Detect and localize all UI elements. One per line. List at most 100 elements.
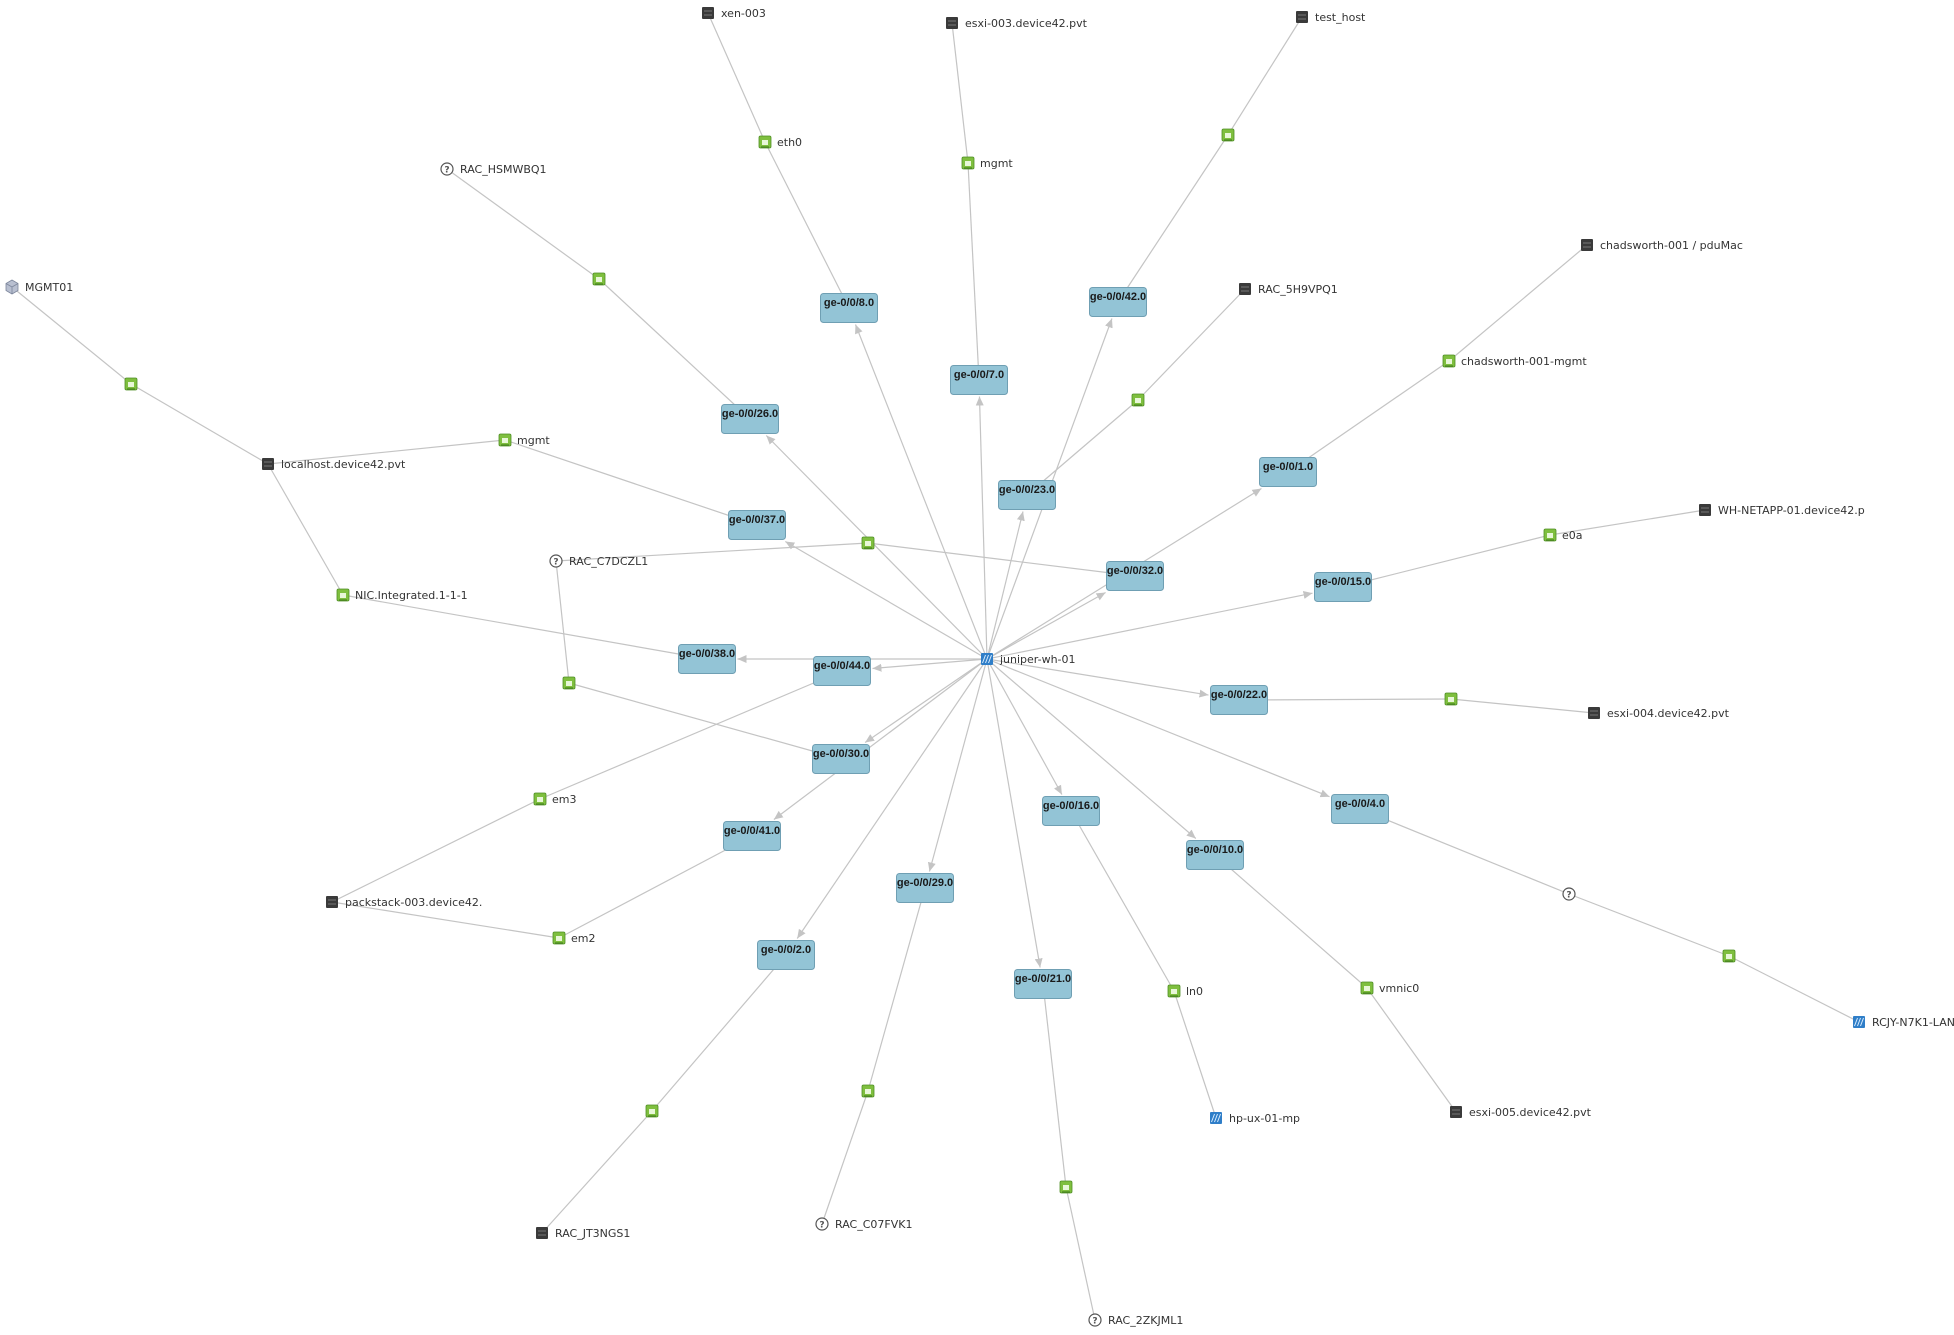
port-box — [1106, 561, 1164, 591]
nic-node-n_c07[interactable] — [861, 1084, 875, 1098]
device-node-d_local[interactable]: localhost.device42.pvt — [262, 458, 406, 471]
nic-node-n_vm0[interactable]: vmnic0 — [1360, 981, 1419, 995]
nic-node-n_mgmt1[interactable]: mgmt — [961, 156, 1013, 170]
unknown-device-icon: ? — [549, 554, 563, 568]
device-node-d_mgmt01[interactable]: MGMT01 — [5, 279, 73, 295]
port-node-p8[interactable]: ge-0/0/8.0 — [820, 293, 878, 323]
nic-node-n_eth0[interactable]: eth0 — [758, 135, 802, 149]
port-node-p42[interactable]: ge-0/0/42.0 — [1089, 287, 1147, 317]
edge-center-p15 — [986, 591, 1313, 660]
device-node-d_pack[interactable]: packstack-003.device42. — [326, 896, 482, 909]
port-node-p44[interactable]: ge-0/0/44.0 — [813, 656, 871, 686]
nic-icon — [498, 433, 512, 447]
device-node-d_q[interactable]: ? — [1562, 887, 1576, 901]
nic-node-n_th[interactable] — [1221, 128, 1235, 142]
edge-center-p30 — [864, 658, 988, 743]
edge-p2-n_jt3 — [651, 954, 787, 1112]
device-node-d_wh[interactable]: WH-NETAPP-01.device42.p — [1699, 504, 1865, 517]
device-node-d_jt3[interactable]: RAC_JT3NGS1 — [536, 1227, 630, 1240]
nic-node-n_chmg[interactable]: chadsworth-001-mgmt — [1442, 354, 1587, 368]
port-node-p16[interactable]: ge-0/0/16.0 — [1042, 796, 1100, 826]
server-icon — [946, 17, 958, 29]
device-node-d_hsm[interactable]: ?RAC_HSMWBQ1 — [440, 162, 547, 176]
edge-p15-n_e0a — [1342, 534, 1551, 588]
edge-p29-n_c07 — [867, 887, 926, 1092]
port-node-p23[interactable]: ge-0/0/23.0 — [998, 480, 1056, 510]
svg-text:?: ? — [1092, 1317, 1097, 1327]
device-node-d_c7[interactable]: ?RAC_C7DCZL1 — [549, 554, 648, 568]
port-node-p2[interactable]: ge-0/0/2.0 — [757, 940, 815, 970]
nic-icon — [552, 931, 566, 945]
port-node-p1[interactable]: ge-0/0/1.0 — [1259, 457, 1317, 487]
device-node-d_esxi5[interactable]: esxi-005.device42.pvt — [1450, 1106, 1592, 1119]
device-node-d_hpux[interactable]: hp-ux-01-mp — [1210, 1112, 1300, 1125]
port-node-p32[interactable]: ge-0/0/32.0 — [1106, 561, 1164, 591]
port-box — [820, 293, 878, 323]
edge-center-p2 — [796, 658, 988, 939]
center-switch-node[interactable]: juniper-wh-01 — [981, 653, 1076, 666]
device-node-d_2zk[interactable]: ?RAC_2ZKJML1 — [1088, 1313, 1183, 1327]
port-node-p41[interactable]: ge-0/0/41.0 — [723, 821, 781, 851]
device-node-d_chad[interactable]: chadsworth-001 / pduMac — [1581, 239, 1743, 252]
port-box — [1259, 457, 1317, 487]
nic-node-n_e4[interactable] — [1444, 692, 1458, 706]
port-node-p29[interactable]: ge-0/0/29.0 — [896, 873, 954, 903]
nic-node-n_mg01[interactable] — [124, 377, 138, 391]
nic-node-n_jt3[interactable] — [645, 1104, 659, 1118]
device-node-d_rcjy[interactable]: RCJY-N7K1-LAN — [1853, 1016, 1954, 1029]
port-node-p38[interactable]: ge-0/0/38.0 — [678, 644, 736, 674]
nic-node-n_e0a[interactable]: e0a — [1543, 528, 1583, 542]
port-box — [728, 510, 786, 540]
edge-n_eth0-d_xen — [707, 12, 766, 143]
nic-icon — [961, 156, 975, 170]
edge-center-p29 — [927, 658, 988, 872]
nic-icon — [1221, 128, 1235, 142]
nic-node-n_hsm[interactable] — [592, 272, 606, 286]
nic-node-n_em3[interactable]: em3 — [533, 792, 576, 806]
node-label: ge-0/0/37.0 — [729, 514, 785, 526]
nic-node-n_em2[interactable]: em2 — [552, 931, 595, 945]
nic-node-n_c7[interactable] — [861, 536, 875, 550]
edge-d_c7-n_c7b — [555, 560, 570, 684]
device-node-d_esxi3[interactable]: esxi-003.device42.pvt — [946, 17, 1088, 30]
device-node-d_esxi4[interactable]: esxi-004.device42.pvt — [1588, 707, 1730, 720]
port-box — [1210, 685, 1268, 715]
device-node-d_test[interactable]: test_host — [1296, 11, 1366, 24]
port-node-p21[interactable]: ge-0/0/21.0 — [1014, 969, 1072, 999]
node-label: hp-ux-01-mp — [1229, 1112, 1300, 1125]
port-node-p7[interactable]: ge-0/0/7.0 — [950, 365, 1008, 395]
device-node-d_rac5[interactable]: RAC_5H9VPQ1 — [1239, 283, 1338, 296]
edge-center-p37 — [785, 540, 988, 660]
node-label: esxi-005.device42.pvt — [1469, 1106, 1592, 1119]
port-box — [1186, 840, 1244, 870]
nic-node-n_nic[interactable]: NIC.Integrated.1-1-1 — [336, 588, 468, 602]
nic-node-n_c7b[interactable] — [562, 676, 576, 690]
nic-node-n_rcjy[interactable] — [1722, 949, 1736, 963]
edge-p23-n_rac5 — [1026, 399, 1139, 496]
switch-icon — [1853, 1016, 1865, 1028]
port-node-p15[interactable]: ge-0/0/15.0 — [1314, 572, 1372, 602]
edge-center-p21 — [986, 658, 1043, 968]
edge-center-p16 — [986, 658, 1063, 795]
port-node-p4[interactable]: ge-0/0/4.0 — [1331, 794, 1389, 824]
node-label: ge-0/0/7.0 — [954, 369, 1004, 381]
port-node-p37[interactable]: ge-0/0/37.0 — [728, 510, 786, 540]
node-label: RAC_C07FVK1 — [835, 1218, 912, 1231]
node-label: RAC_JT3NGS1 — [555, 1227, 630, 1240]
nic-node-n_ln0[interactable]: ln0 — [1167, 984, 1203, 998]
edge-n_em3-d_pack — [331, 798, 541, 903]
edge-n_c07-d_c07 — [821, 1090, 869, 1225]
nic-node-n_rac5[interactable] — [1131, 393, 1145, 407]
nic-node-n_mgmt2[interactable]: mgmt — [498, 433, 550, 447]
port-node-p26[interactable]: ge-0/0/26.0 — [721, 404, 779, 434]
port-node-p22[interactable]: ge-0/0/22.0 — [1210, 685, 1268, 715]
nic-node-n_2zk[interactable] — [1059, 1180, 1073, 1194]
port-node-p30[interactable]: ge-0/0/30.0 — [812, 744, 870, 774]
device-node-d_c07[interactable]: ?RAC_C07FVK1 — [815, 1217, 912, 1231]
device-node-d_xen[interactable]: xen-003 — [702, 7, 766, 20]
edge-p21-n_2zk — [1042, 983, 1067, 1188]
server-icon — [1699, 504, 1711, 516]
port-node-p10[interactable]: ge-0/0/10.0 — [1186, 840, 1244, 870]
node-label: ge-0/0/8.0 — [824, 297, 874, 309]
